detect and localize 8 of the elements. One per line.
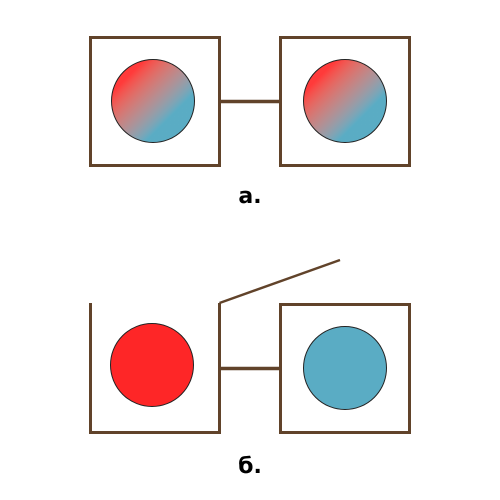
box (279, 303, 411, 434)
connecting-rod (221, 100, 279, 104)
box (89, 36, 221, 167)
box (279, 36, 411, 167)
open-box (89, 303, 221, 434)
connecting-rod (221, 366, 279, 370)
panel-label: а. (238, 184, 262, 209)
panel-label: б. (238, 454, 262, 479)
